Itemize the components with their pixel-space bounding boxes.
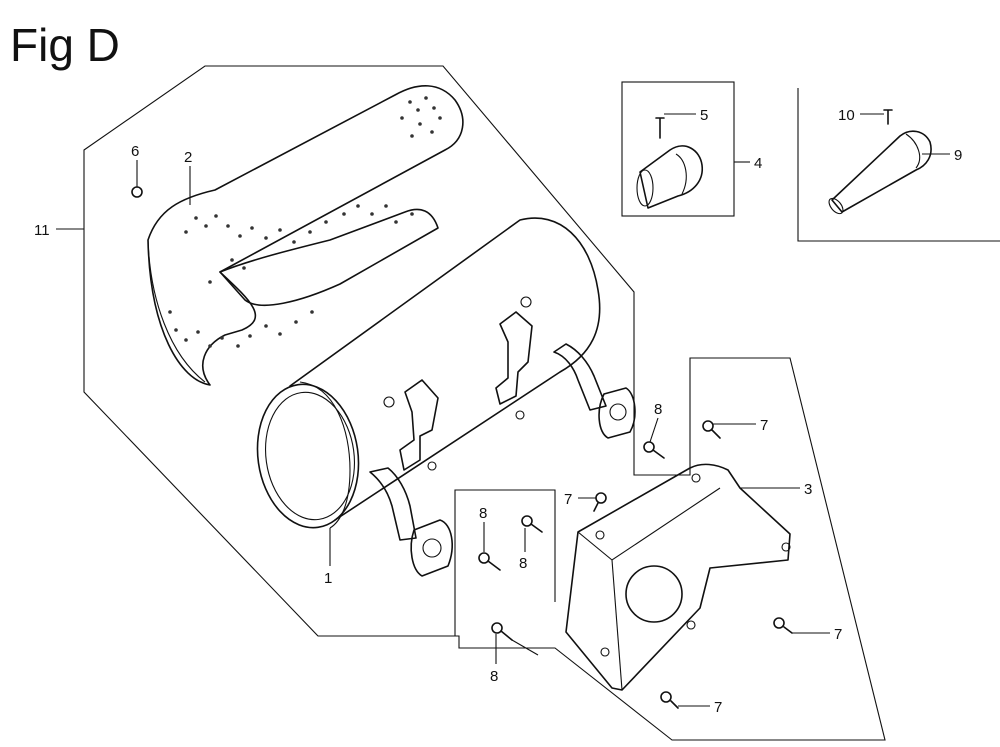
assembly-11-boundary (83, 65, 886, 741)
bolt-group-8-boundary (454, 489, 556, 636)
arrester-pipe (828, 109, 932, 215)
figure-title: Fig D (10, 19, 120, 71)
bolt-7-d (660, 691, 679, 709)
bolt-8-a (643, 441, 665, 459)
callout-5: 5 (700, 107, 708, 124)
callout-6: 6 (131, 143, 139, 160)
callout-3: 3 (804, 481, 812, 498)
heat-shield (147, 85, 464, 386)
bolt-8-b (478, 552, 501, 571)
callout-7-d: 7 (714, 699, 722, 716)
muffler (256, 217, 636, 577)
group-4-boundary (621, 81, 735, 217)
callout-8-b: 8 (479, 505, 487, 522)
callout-7-a: 7 (760, 417, 768, 434)
callout-10: 10 (838, 107, 855, 124)
callout-7-b: 7 (564, 491, 572, 508)
bolt-8-d (491, 622, 513, 641)
callout-7-c: 7 (834, 626, 842, 643)
callout-4: 4 (754, 155, 762, 172)
callout-2: 2 (184, 149, 192, 166)
bolt-7-b (593, 492, 607, 512)
callout-8-d: 8 (490, 668, 498, 685)
spark-arrester (636, 117, 703, 209)
callout-1: 1 (324, 570, 332, 587)
callout-9: 9 (954, 147, 962, 164)
group-9-boundary (797, 88, 1000, 242)
leader-8a (649, 417, 659, 443)
bolt-8-c (521, 515, 543, 533)
muffler-protector (565, 463, 791, 691)
bolt-7-a (702, 420, 721, 439)
nut-6 (131, 186, 143, 198)
callout-8-a: 8 (654, 401, 662, 418)
callout-8-c: 8 (519, 555, 527, 572)
bolt-7-c (773, 617, 793, 634)
callout-11: 11 (34, 222, 50, 239)
leader-8d-tail (511, 639, 539, 656)
